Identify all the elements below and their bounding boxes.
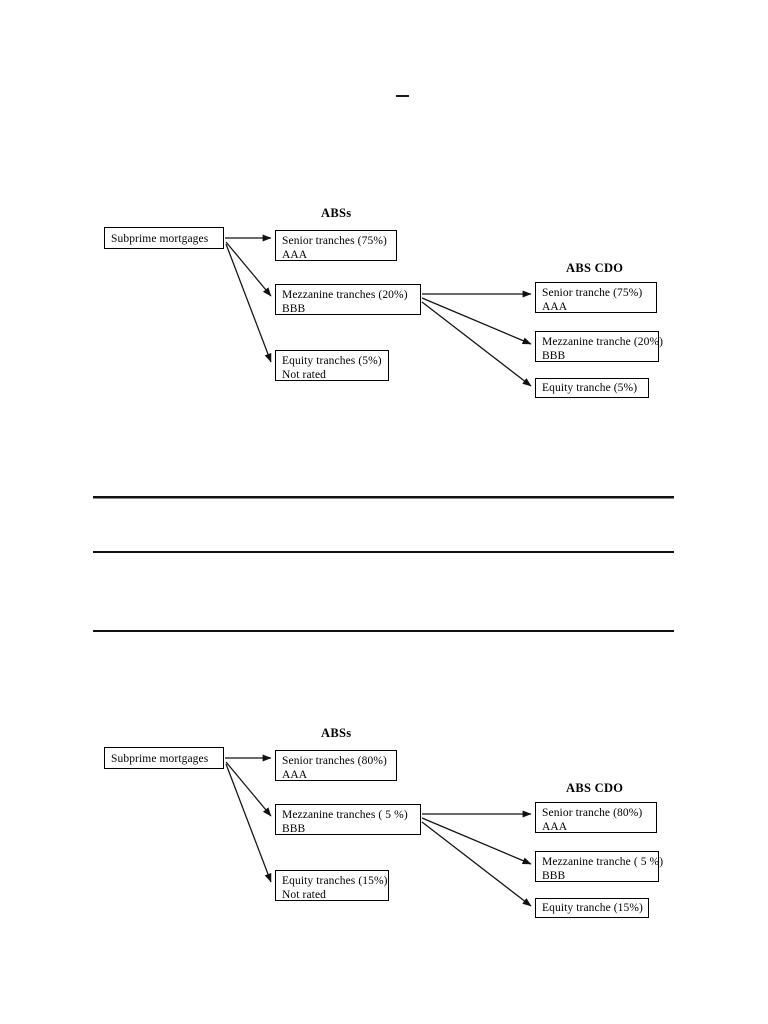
cdo-senior-tranche-box: Senior tranche (80%) AAA xyxy=(535,802,657,833)
abs-cdo-group-title: ABS CDO xyxy=(566,261,624,275)
abs-senior-tranche-rating: AAA xyxy=(282,249,308,262)
abs-group-title: ABSs xyxy=(321,206,352,220)
abs-senior-tranche-box: Senior tranches (75%) AAA xyxy=(275,230,397,261)
abs-equity-tranche-rating: Not rated xyxy=(282,369,327,382)
securitization-diagram-top: Subprime mortgages ABSs Senior tranches … xyxy=(0,0,768,420)
cdo-mezzanine-tranche-rating: BBB xyxy=(542,870,566,883)
horizontal-rule-lower xyxy=(93,630,674,632)
cdo-mezzanine-tranche-box: Mezzanine tranche ( 5 %) BBB xyxy=(535,851,664,883)
cdo-equity-tranche-label: Equity tranche (15%) xyxy=(542,902,643,914)
cdo-mezzanine-tranche-label: Mezzanine tranche (20%) xyxy=(542,336,664,348)
cdo-senior-tranche-label: Senior tranche (75%) xyxy=(542,287,643,299)
securitization-diagram-bottom: Subprime mortgages ABSs Senior tranches … xyxy=(0,520,768,940)
cdo-mezzanine-tranche-box: Mezzanine tranche (20%) BBB xyxy=(535,331,664,363)
cdo-equity-tranche-box: Equity tranche (5%) xyxy=(535,378,649,398)
abs-equity-tranche-label: Equity tranches (15%) xyxy=(282,875,388,887)
abs-senior-tranche-label: Senior tranches (75%) xyxy=(282,235,387,247)
subprime-mortgages-box: Subprime mortgages xyxy=(104,227,224,249)
cdo-senior-tranche-rating: AAA xyxy=(542,301,568,314)
abs-mezzanine-tranche-box: Mezzanine tranches ( 5 %) BBB xyxy=(275,804,421,835)
abs-equity-tranche-box: Equity tranches (15%) Not rated xyxy=(275,870,389,901)
abs-cdo-group-title: ABS CDO xyxy=(566,781,624,795)
abs-mezzanine-tranche-rating: BBB xyxy=(282,303,306,316)
horizontal-rule-upper xyxy=(93,496,674,499)
abs-equity-tranche-box: Equity tranches (5%) Not rated xyxy=(275,350,389,381)
cdo-equity-tranche-box: Equity tranche (15%) xyxy=(535,898,649,918)
abs-equity-tranche-rating: Not rated xyxy=(282,889,327,902)
top-dash-mark xyxy=(396,95,409,97)
cdo-senior-tranche-label: Senior tranche (80%) xyxy=(542,807,643,819)
abs-mezzanine-tranche-label: Mezzanine tranches ( 5 %) xyxy=(282,809,408,821)
cdo-mezzanine-tranche-label: Mezzanine tranche ( 5 %) xyxy=(542,856,664,868)
cdo-mezzanine-tranche-rating: BBB xyxy=(542,350,566,363)
abs-mezzanine-tranche-box: Mezzanine tranches (20%) BBB xyxy=(275,284,421,315)
abs-mezzanine-tranche-label: Mezzanine tranches (20%) xyxy=(282,289,408,301)
horizontal-rule-middle xyxy=(93,551,674,553)
subprime-mortgages-label: Subprime mortgages xyxy=(111,233,209,245)
subprime-mortgages-label: Subprime mortgages xyxy=(111,753,209,765)
abs-equity-tranche-label: Equity tranches (5%) xyxy=(282,355,382,367)
abs-group-title: ABSs xyxy=(321,726,352,740)
subprime-mortgages-box: Subprime mortgages xyxy=(104,747,224,769)
abs-senior-tranche-rating: AAA xyxy=(282,769,308,782)
cdo-equity-tranche-label: Equity tranche (5%) xyxy=(542,382,638,394)
cdo-senior-tranche-box: Senior tranche (75%) AAA xyxy=(535,282,657,313)
cdo-senior-tranche-rating: AAA xyxy=(542,821,568,834)
abs-senior-tranche-box: Senior tranches (80%) AAA xyxy=(275,750,397,781)
abs-senior-tranche-label: Senior tranches (80%) xyxy=(282,755,387,767)
abs-mezzanine-tranche-rating: BBB xyxy=(282,823,306,836)
